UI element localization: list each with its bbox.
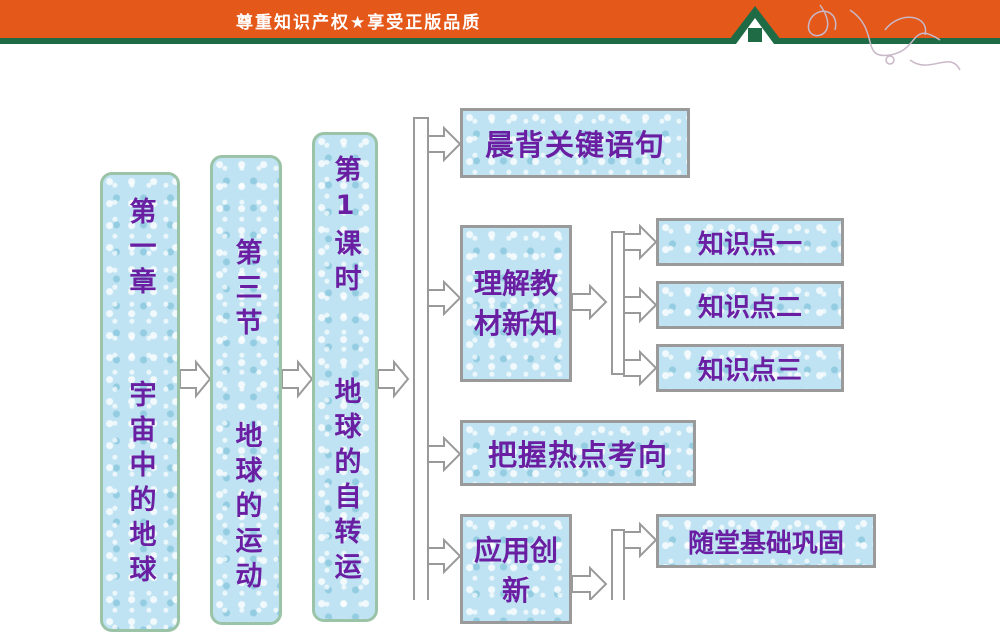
section-label: 第三节 地球的运动	[230, 238, 262, 596]
swirl-decoration-icon	[807, 4, 961, 71]
grasp-hotspots-label: 把握热点考向	[487, 438, 668, 472]
knowledge-point-2-label: 知识点二	[697, 292, 802, 323]
knowledge-point-1-box[interactable]: 知识点一	[656, 218, 844, 266]
lesson-box[interactable]: 第1课时 地球的自转运	[312, 132, 378, 622]
apply-innovate-box[interactable]: 应用创新	[460, 514, 572, 624]
header-stripe	[0, 38, 1000, 44]
header-banner	[0, 0, 1000, 38]
connector-arrows	[179, 117, 658, 600]
section-box[interactable]: 第三节 地球的运动	[210, 155, 282, 625]
grasp-hotspots-box[interactable]: 把握热点考向	[460, 420, 696, 486]
knowledge-point-3-box[interactable]: 知识点三	[656, 344, 844, 392]
understand-textbook-box[interactable]: 理解教材新知	[460, 225, 572, 382]
chapter-label: 第一章 宇宙中的地球	[124, 197, 156, 590]
header-slogan: 尊重知识产权★享受正版品质	[236, 13, 482, 33]
knowledge-point-1-label: 知识点一	[697, 229, 802, 260]
lesson-label: 第1课时 地球的自转运	[329, 155, 361, 587]
apply-innovate-label: 应用创新	[473, 534, 558, 607]
house-logo-icon	[726, 6, 784, 44]
classroom-consolidate-box[interactable]: 随堂基础巩固	[656, 514, 876, 568]
chapter-box[interactable]: 第一章 宇宙中的地球	[100, 172, 180, 632]
classroom-consolidate-label: 随堂基础巩固	[687, 528, 844, 559]
understand-textbook-label: 理解教材新知	[473, 266, 558, 340]
morning-recite-label: 晨背关键语句	[484, 128, 665, 162]
knowledge-point-3-label: 知识点三	[697, 355, 802, 386]
morning-recite-box[interactable]: 晨背关键语句	[460, 108, 690, 178]
knowledge-point-2-box[interactable]: 知识点二	[656, 281, 844, 329]
